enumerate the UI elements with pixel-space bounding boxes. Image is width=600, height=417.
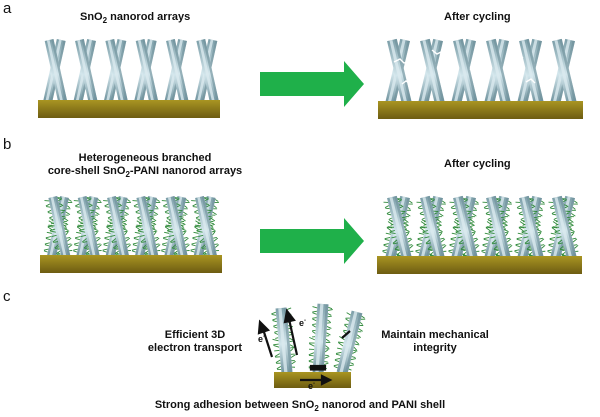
nanorod [196,39,219,103]
panel-b-letter: b [3,136,12,153]
nanorod [387,38,412,105]
panel-c-rods [271,303,366,375]
nanorod [44,196,73,258]
nanorod [552,38,577,105]
nanorod [191,196,220,258]
nanorod [73,196,102,258]
panel-c-electron-arrows [257,308,351,386]
nanorod [486,38,511,105]
nanorod [135,39,159,103]
nanorod [449,195,480,260]
nanorod [548,195,579,260]
panel-a-right-substrate [378,101,583,119]
nanorod [105,39,128,103]
electron-label-2: e- [299,318,307,328]
panel-b-right-substrate [377,256,582,274]
panel-a-right-rods [385,38,577,105]
electron-bar-mid [309,364,327,371]
panel-b-left-rods [43,196,220,258]
nanorod [103,196,132,258]
nanorod [161,196,190,258]
nanorod [515,195,546,260]
panel-b-right-rods [382,195,579,260]
nanorod [482,195,513,260]
panel-a-right-cracks [393,43,554,85]
panel-b-left-substrate [40,255,222,273]
panel-c-letter: c [3,288,11,305]
electron-label-1: e- [258,334,266,344]
nanorod [519,38,544,105]
panel-c-nanorod-right [333,310,366,375]
electron-label-3: e- [308,381,316,391]
nanorod [416,195,447,260]
electron-arrow-left [261,328,274,358]
nanorod [132,196,161,258]
panel-c-caption: Strong adhesion between SnO2 nanorod and… [154,399,446,414]
panel-c-right-text: Maintain mechanical integrity [381,329,489,354]
panel-a-right-title: After cycling [444,11,511,23]
panel-b-left-title: Heterogeneous branched core-shell SnO2-P… [47,152,243,180]
panel-c-nanorod-mid [308,303,333,374]
panel-a-left-substrate [38,100,220,118]
nanorod [420,38,445,105]
panel-c-left-text: Efficient 3D electron transport [147,329,243,354]
panel-a-left-title: SnO2 nanorod arrays [80,11,191,26]
panel-a-left-rods [43,39,219,103]
panel-b-transform-arrow [260,218,364,264]
nanorod [44,39,68,103]
nanorod [75,39,98,103]
nanorod [166,39,189,103]
electron-arrow-mid [287,318,299,356]
panel-a-letter: a [3,0,12,17]
electron-arrow-right [341,330,351,339]
nanorod [453,38,478,105]
panel-b-right-title: After cycling [444,158,511,170]
nanorod [383,195,414,260]
panel-a-transform-arrow [260,61,364,107]
